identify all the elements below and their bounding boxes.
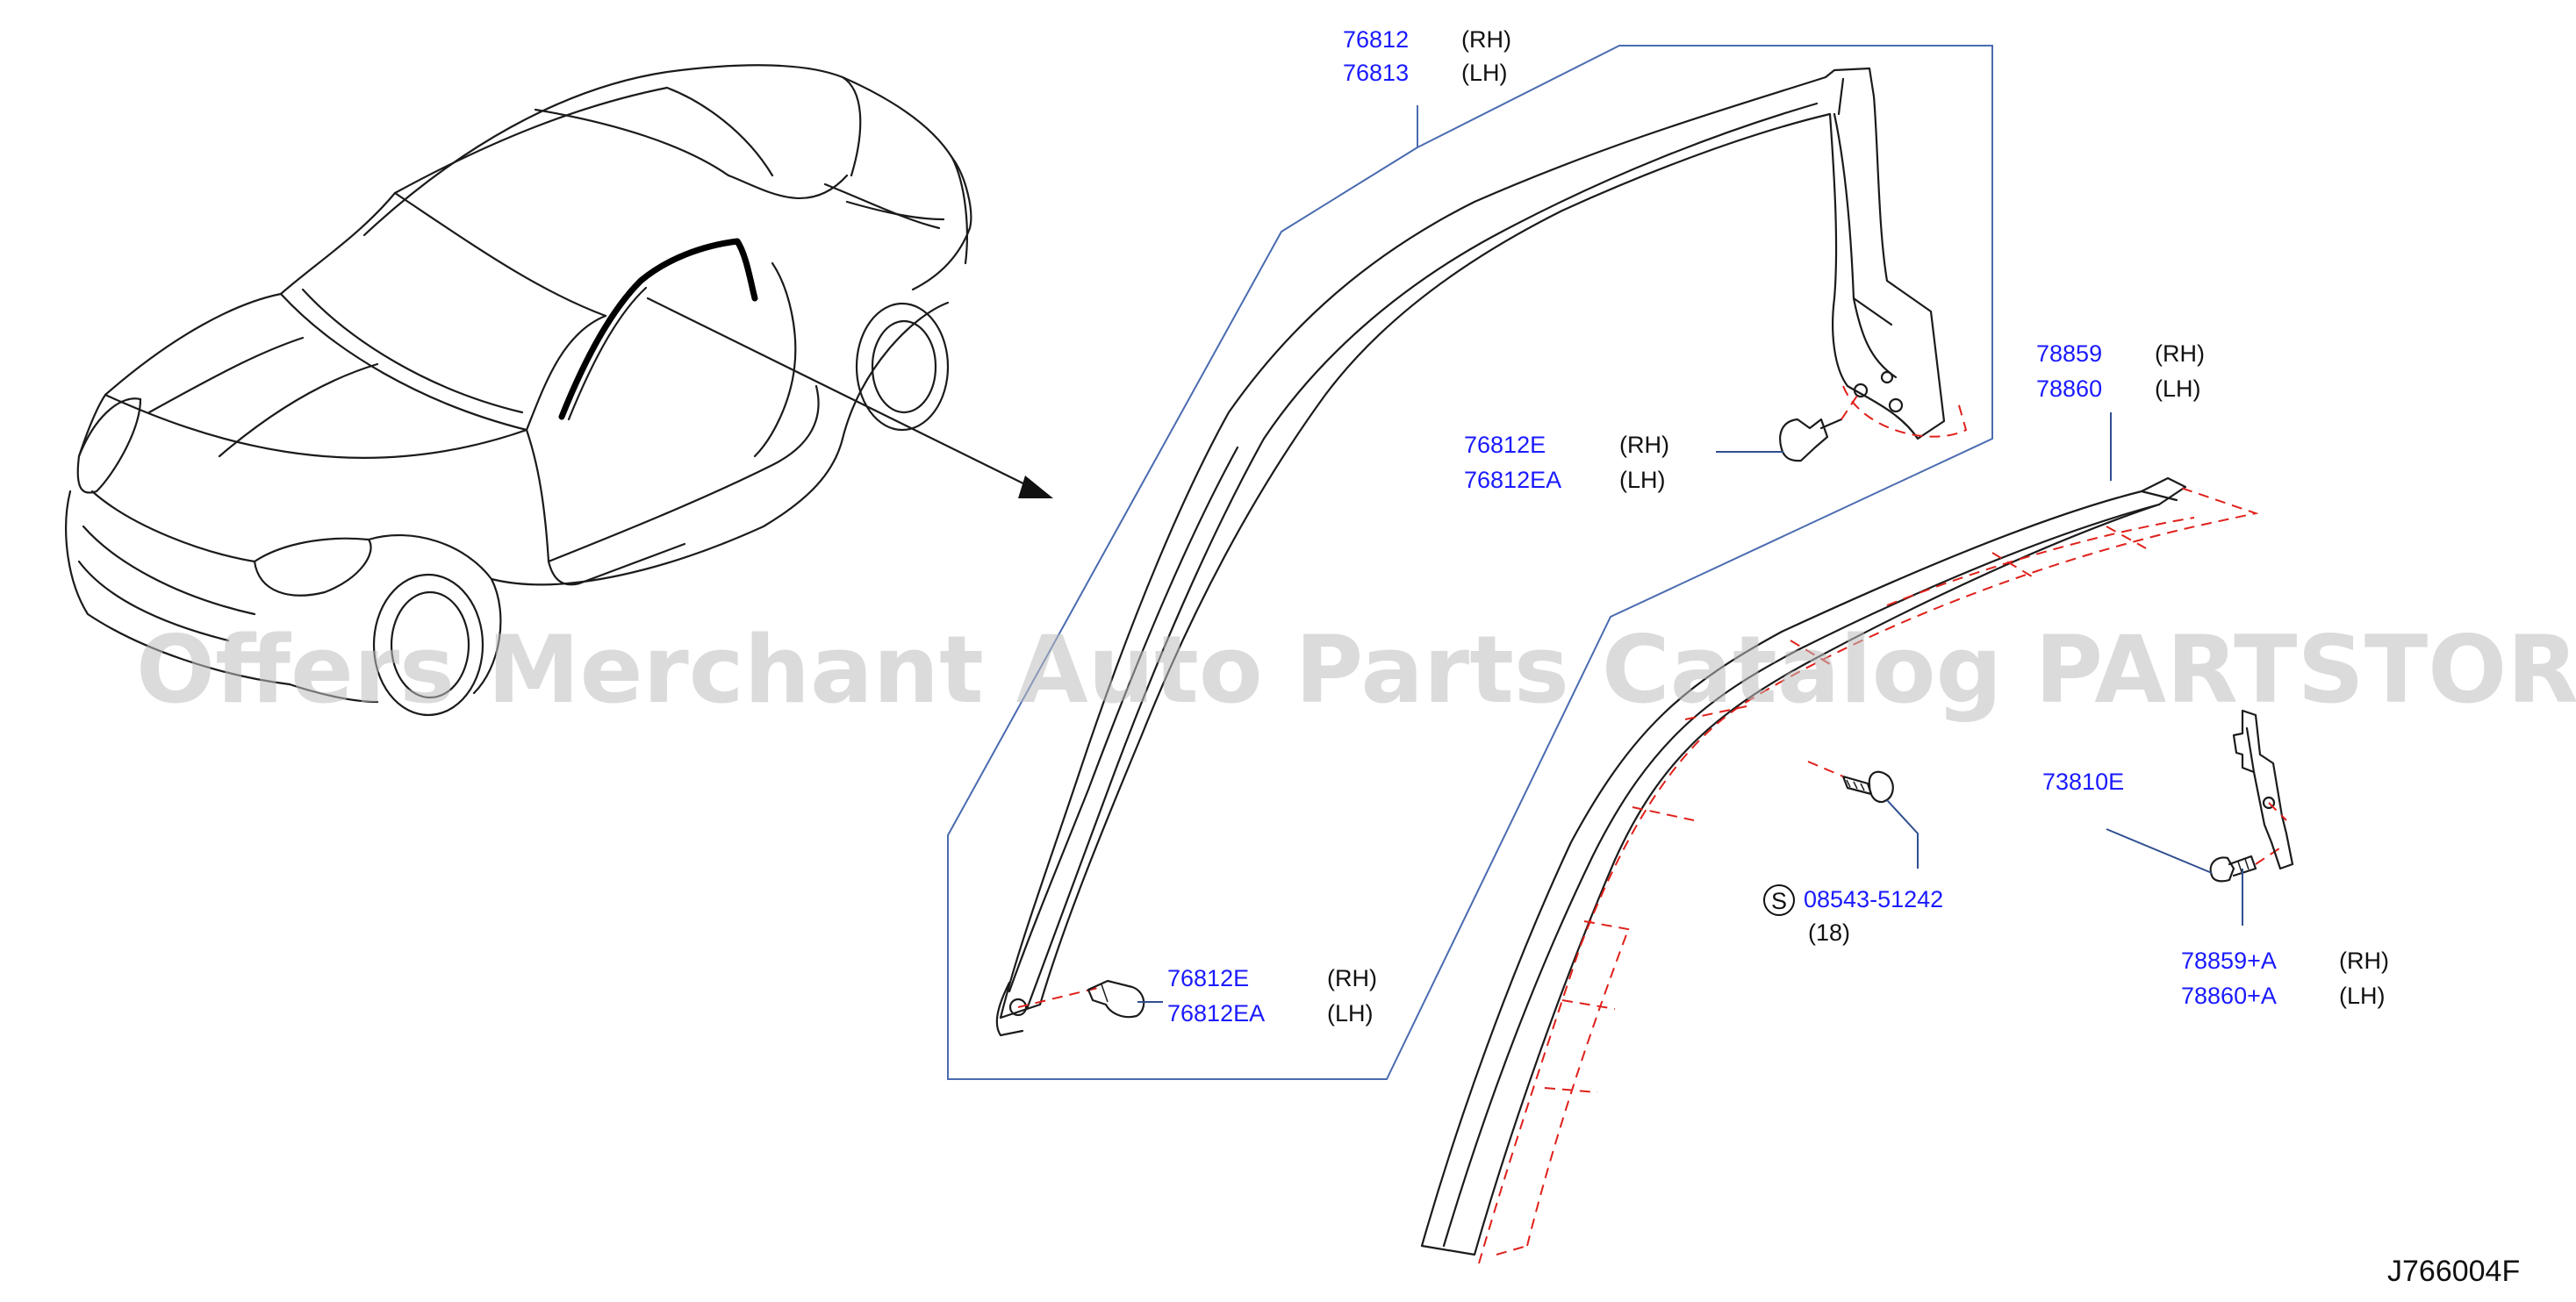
side-label: (RH) — [2339, 948, 2389, 974]
clip-small-icon — [2209, 846, 2283, 883]
part-number-76812e[interactable]: 76812E — [1464, 432, 1546, 458]
part-number-76812[interactable]: 76812 — [1343, 26, 1409, 53]
callout-clip-small: 73810E — [2042, 769, 2124, 795]
side-label: (RH) — [2155, 340, 2205, 367]
part-number-78860a[interactable]: 78860+A — [2181, 983, 2277, 1009]
side-label: (RH) — [1619, 432, 1669, 458]
screw-symbol: S — [1771, 888, 1787, 914]
side-label: (LH) — [1619, 467, 1666, 493]
callout-clip-upper: 76812E (RH) 76812EA (LH) — [1464, 432, 1669, 493]
part-number-78859[interactable]: 78859 — [2036, 340, 2102, 367]
diagram-code: J766004F — [2387, 1255, 2520, 1288]
callout-clip-lower: 76812E (RH) 76812EA (LH) — [1167, 965, 1377, 1027]
side-label: (LH) — [1327, 1000, 1374, 1027]
leader-lines — [947, 45, 2243, 1080]
clip-upper-icon — [1779, 390, 1862, 462]
part-number-76812ea[interactable]: 76812EA — [1464, 467, 1561, 493]
watermark-text: Offers Merchant Auto Parts Catalog PARTS… — [136, 616, 2576, 724]
screw-symbol-circle — [1763, 884, 1795, 916]
side-label: (RH) — [1461, 26, 1511, 53]
part-number-73810e[interactable]: 73810E — [2042, 769, 2124, 795]
weatherstrip — [1420, 476, 2259, 1264]
screw-icon — [1807, 761, 1894, 804]
callout-bracket: 78859+A (RH) 78860+A (LH) — [2181, 948, 2389, 1009]
car-overview-illustration — [65, 64, 1053, 717]
side-label: (LH) — [1461, 60, 1508, 86]
part-number-76812e[interactable]: 76812E — [1167, 965, 1249, 991]
clip-lower-icon — [1087, 979, 1145, 1019]
side-label: (RH) — [1327, 965, 1377, 991]
bracket — [2232, 709, 2294, 870]
quantity-label: (18) — [1808, 919, 1850, 946]
callout-weatherstrip: 78859 (RH) 78860 (LH) — [2036, 340, 2205, 402]
callout-trim-upper: 76812 (RH) 76813 (LH) — [1343, 26, 1511, 86]
part-number-76813[interactable]: 76813 — [1343, 60, 1409, 86]
side-label: (LH) — [2339, 983, 2386, 1009]
callout-screw: S 08543-51242 (18) — [1763, 884, 1943, 946]
part-number-76812ea[interactable]: 76812EA — [1167, 1000, 1265, 1027]
part-number-78859a[interactable]: 78859+A — [2181, 948, 2277, 974]
side-label: (LH) — [2155, 376, 2201, 402]
part-number-78860[interactable]: 78860 — [2036, 376, 2102, 402]
front-pillar-finisher — [995, 67, 1968, 1037]
part-number-08543-51242[interactable]: 08543-51242 — [1804, 886, 1943, 912]
